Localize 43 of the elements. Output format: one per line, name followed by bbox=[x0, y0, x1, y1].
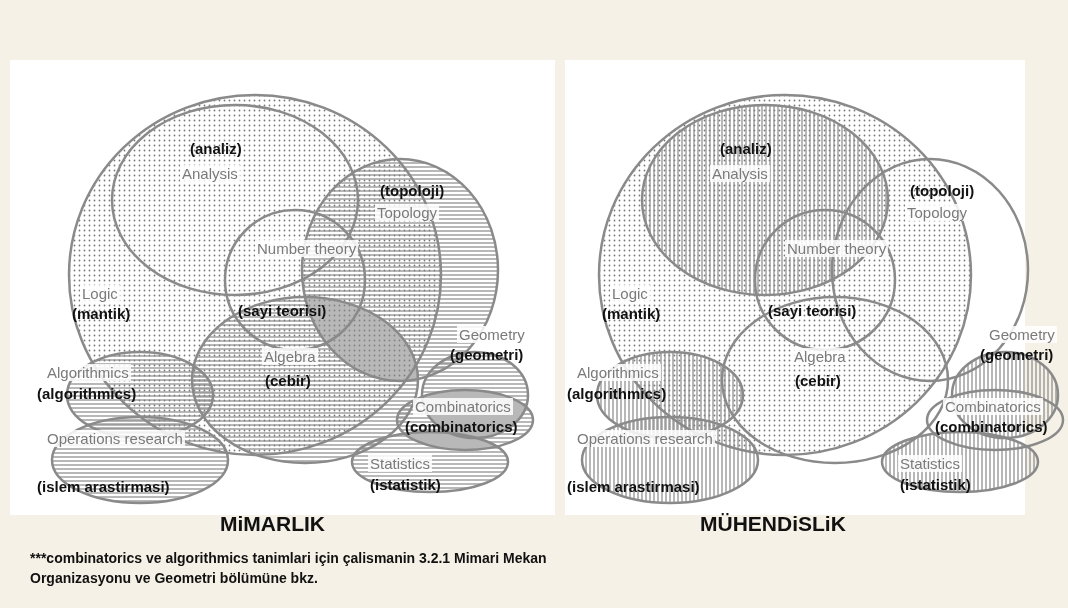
region-label: Logic bbox=[610, 285, 650, 302]
region-label: Number theory bbox=[255, 240, 359, 257]
region-label: Algorithmics bbox=[575, 364, 661, 381]
turkish-region-label: (cebir) bbox=[265, 372, 311, 389]
turkish-region-label: (algorithmics) bbox=[567, 385, 667, 402]
region-label: Statistics bbox=[898, 455, 962, 472]
turkish-region-label: (combinatorics) bbox=[935, 418, 1048, 435]
turkish-region-label: (mantik) bbox=[602, 305, 661, 322]
turkish-region-label: (cebir) bbox=[795, 372, 841, 389]
turkish-region-label: (istatistik) bbox=[370, 476, 441, 493]
turkish-region-label: (sayi teorisi) bbox=[768, 302, 857, 319]
turkish-region-label: (combinatorics) bbox=[405, 418, 518, 435]
region-label: Geometry bbox=[457, 326, 527, 343]
region-label: Topology bbox=[905, 204, 970, 221]
region-label: Algebra bbox=[792, 348, 848, 365]
panel-title: MiMARLIK bbox=[220, 512, 325, 536]
turkish-region-label: (islem arastirmasi) bbox=[37, 478, 170, 495]
region-label: Statistics bbox=[368, 455, 432, 472]
turkish-region-label: (topoloji) bbox=[380, 182, 445, 199]
panel-title: MÜHENDiSLiK bbox=[700, 512, 846, 536]
turkish-region-label: (istatistik) bbox=[900, 476, 971, 493]
region-label: Algebra bbox=[262, 348, 318, 365]
region-label: Operations research bbox=[45, 430, 185, 447]
turkish-region-label: (geometri) bbox=[450, 346, 524, 363]
region-label: Analysis bbox=[710, 165, 770, 182]
turkish-region-label: (mantik) bbox=[72, 305, 131, 322]
region-label: Combinatorics bbox=[943, 398, 1043, 415]
region-label: Analysis bbox=[180, 165, 240, 182]
turkish-region-label: (algorithmics) bbox=[37, 385, 137, 402]
turkish-region-label: (analiz) bbox=[190, 140, 242, 157]
region-label: Number theory bbox=[785, 240, 889, 257]
turkish-region-label: (islem arastirmasi) bbox=[567, 478, 700, 495]
turkish-region-label: (geometri) bbox=[980, 346, 1054, 363]
region-label: Operations research bbox=[575, 430, 715, 447]
turkish-region-label: (topoloji) bbox=[910, 182, 975, 199]
region-label: Logic bbox=[80, 285, 120, 302]
turkish-region-label: (analiz) bbox=[720, 140, 772, 157]
region-label: Topology bbox=[375, 204, 440, 221]
region-label: Geometry bbox=[987, 326, 1057, 343]
region-label: Combinatorics bbox=[413, 398, 513, 415]
footnote: ***combinatorics ve algorithmics tanimlari için çalismanin 3.2.1 Mimari Mekan Organizasyonu ve Geometri bölümüne bkz. bbox=[30, 549, 548, 588]
region-label: Algorithmics bbox=[45, 364, 131, 381]
turkish-region-label: (sayi teorisi) bbox=[238, 302, 327, 319]
